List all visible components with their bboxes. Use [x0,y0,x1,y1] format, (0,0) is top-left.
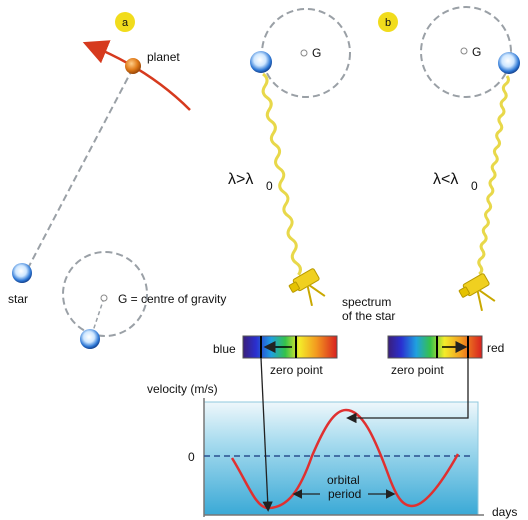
velocity-panel [203,401,479,516]
planet-orbit-arc [82,40,191,111]
lambda-less-label: λ<λ [433,171,458,188]
light-wave-right [477,75,510,276]
badge-b-label: b [385,17,391,29]
zero-point-label-right: zero point [391,363,444,377]
star-right [498,52,520,74]
orbital-label-line1: orbital [327,473,360,487]
planet [125,58,141,74]
star-orbiting [80,329,100,349]
planet-label: planet [147,50,180,64]
velocity-axis-label: velocity (m/s) [147,382,218,396]
zero-tick-label: 0 [188,450,195,464]
g-label-mid: G [312,46,321,60]
spectrum-bar-right [387,335,483,359]
red-label: red [487,341,504,355]
blue-label: blue [213,342,236,356]
spectrum-label-line1: spectrum [342,295,391,309]
star-left [12,263,32,283]
lambda-zero-sub-left: 0 [266,179,273,193]
star-label: star [8,292,28,306]
zero-point-label-left: zero point [270,363,323,377]
light-wave-mid [261,72,302,276]
days-axis-label: days [492,505,517,519]
star-planet-line [25,67,134,273]
gravity-line [91,297,105,335]
spectrum-label-line2: of the star [342,309,395,323]
star-orbit-left [62,251,148,337]
blue-shift-pointer [260,357,273,512]
badge-a: a [115,12,135,32]
lambda-greater-label: λ>λ [228,171,253,188]
g-label-right: G [472,45,481,59]
telescope-icon [458,273,496,312]
orbital-label-line2: period [328,487,361,501]
star-orbit-right [420,6,512,98]
badge-a-label: a [122,17,129,29]
star-mid [250,51,272,73]
badge-b: b [378,12,398,32]
centre-of-gravity-label: G = centre of gravity [118,292,226,306]
g-dot-right [460,47,468,55]
spectrum-bar-left [242,335,338,359]
g-dot-mid [300,49,308,57]
red-shift-pointer [346,358,469,424]
lambda-zero-sub-right: 0 [471,179,478,193]
centre-of-gravity-dot [100,294,108,302]
telescope-icon [288,268,326,307]
